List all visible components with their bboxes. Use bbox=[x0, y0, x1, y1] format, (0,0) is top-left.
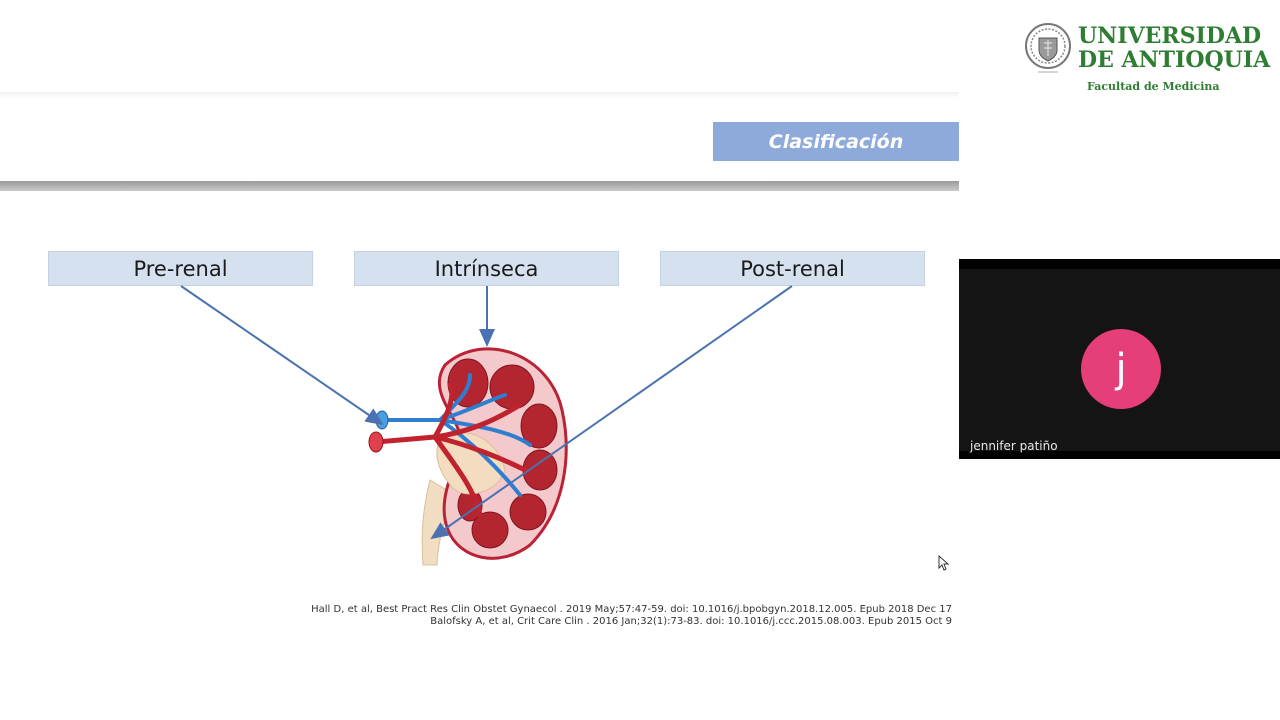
slide-top-shade bbox=[0, 92, 959, 98]
university-seal-icon bbox=[1025, 23, 1071, 73]
participant-video-tile[interactable]: j jennifer patiño bbox=[959, 259, 1280, 459]
mouse-cursor-icon bbox=[938, 555, 950, 571]
faculty-name: Facultad de Medicina bbox=[1087, 80, 1220, 93]
arrow-post-renal bbox=[430, 285, 793, 540]
renal-pelvis bbox=[436, 432, 506, 495]
renal-artery-icon bbox=[373, 382, 528, 518]
category-pre-renal: Pre-renal bbox=[48, 251, 313, 286]
video-area: j jennifer patiño bbox=[959, 269, 1280, 453]
university-logo bbox=[1025, 23, 1071, 73]
presentation-slide: Clasificación Pre-renal Intrínseca Post-… bbox=[0, 92, 959, 628]
arrow-pre-renal bbox=[180, 285, 384, 426]
references-block: Hall D, et al, Best Pract Res Clin Obste… bbox=[311, 604, 952, 628]
reference-2: Balofsky A, et al, Crit Care Clin . 2016… bbox=[430, 616, 952, 627]
category-intrinseca: Intrínseca bbox=[354, 251, 619, 286]
reference-1: Hall D, et al, Best Pract Res Clin Obste… bbox=[311, 604, 952, 615]
category-post-renal: Post-renal bbox=[660, 251, 925, 286]
participant-avatar: j bbox=[1081, 329, 1161, 409]
university-name-line1: UNIVERSIDAD bbox=[1078, 23, 1262, 49]
section-badge: Clasificación bbox=[713, 122, 959, 161]
kidney-diagram bbox=[180, 285, 793, 566]
participant-name: jennifer patiño bbox=[970, 439, 1058, 453]
header-divider-bar bbox=[0, 181, 959, 191]
university-name: UNIVERSIDAD DE ANTIOQUIA bbox=[1078, 24, 1270, 72]
university-name-line2: DE ANTIOQUIA bbox=[1078, 47, 1271, 73]
